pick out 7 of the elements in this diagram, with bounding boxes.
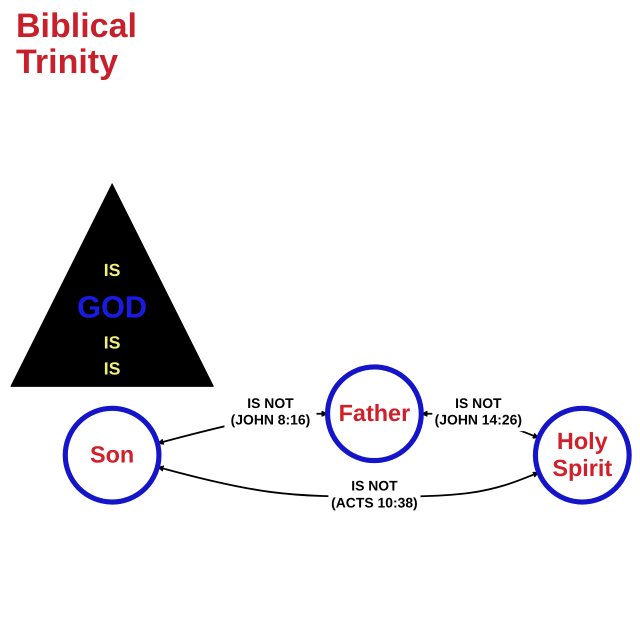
node-circle: Father [325, 364, 424, 464]
edge-label: IS NOT (ACTS 10:38) [331, 478, 418, 511]
node-circle: Holy Spirit [532, 406, 632, 505]
edge-label: IS NOT (JOHN 14:26) [434, 396, 522, 428]
diagram-title: Biblical Trinity [16, 8, 138, 80]
node-circle: Son [62, 406, 162, 505]
edge-label: IS NOT (JOHN 8:16) [230, 396, 310, 428]
